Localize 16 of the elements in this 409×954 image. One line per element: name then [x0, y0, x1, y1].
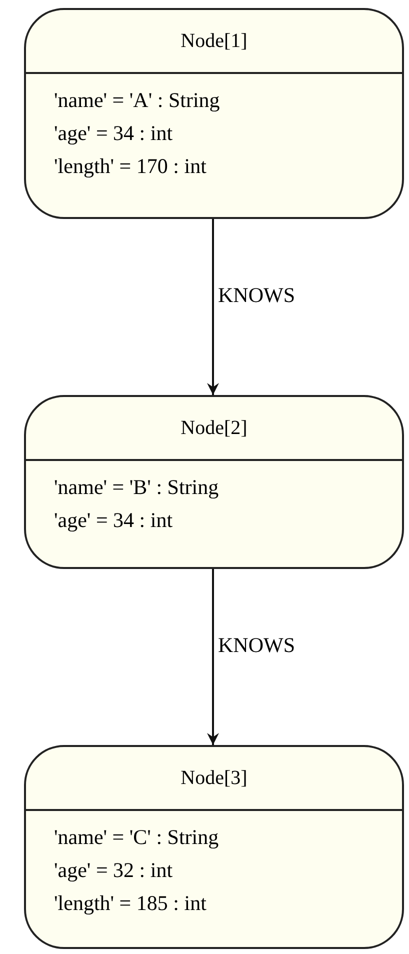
property-text: 'length' = 170 : int: [54, 153, 206, 180]
property-text: 'name' = 'A' : String: [54, 87, 220, 114]
node-box: [24, 745, 404, 949]
property-text: 'length' = 185 : int: [54, 890, 206, 917]
arrow: [207, 219, 219, 395]
node-title: Node[2]: [180, 416, 248, 441]
property-text: 'age' = 34 : int: [54, 507, 173, 534]
property-text: 'name' = 'C' : String: [54, 824, 219, 851]
property-text: 'age' = 32 : int: [54, 857, 173, 884]
node-title: Node[3]: [180, 766, 248, 791]
node-box: [24, 395, 404, 569]
node-title: Node[1]: [180, 29, 248, 54]
node-box: [24, 8, 404, 219]
arrow: [207, 569, 219, 745]
property-text: 'name' = 'B' : String: [54, 474, 219, 501]
property-text: 'age' = 34 : int: [54, 120, 173, 147]
